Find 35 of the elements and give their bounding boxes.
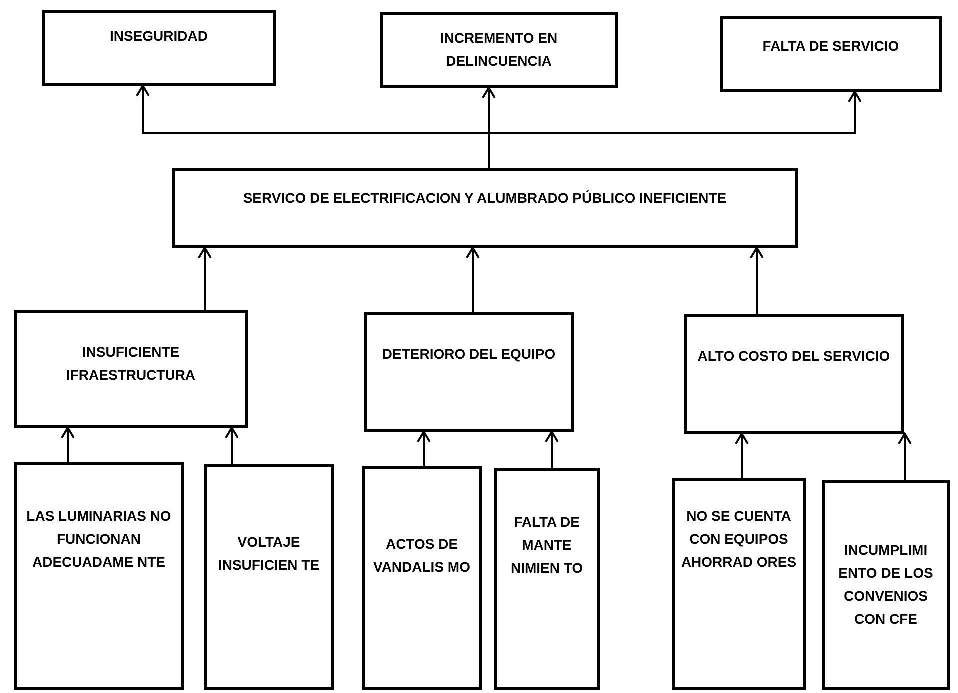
- arrow: [225, 427, 239, 464]
- box-text: FALTA DE MANTE NIMIEN TO: [510, 513, 584, 578]
- process-box: [822, 480, 950, 690]
- arrow: [466, 247, 480, 312]
- process-box: [720, 16, 942, 92]
- box-text: DETERIORO DEL EQUIPO: [382, 345, 556, 364]
- box-text: LAS LUMINARIAS NO FUNCIONAN ADECUADAME NTE: [26, 507, 172, 572]
- arrow: [545, 431, 559, 468]
- box-text: INSEGURIDAD: [110, 27, 208, 46]
- arrow: [417, 431, 431, 466]
- process-box: [204, 464, 334, 690]
- arrow: [735, 433, 749, 478]
- process-box: [494, 468, 600, 690]
- box-text: INCREMENTO EN DELINCUENCIA: [439, 29, 559, 72]
- box-text: ACTOS DE VANDALIS MO: [372, 535, 472, 578]
- process-box: [362, 466, 482, 690]
- arrow: [898, 433, 912, 480]
- box-text: VOLTAJE INSUFICIEN TE: [217, 533, 321, 576]
- box-text: SERVICO DE ELECTRIFICACION Y ALUMBRADO PÚBLICO INEFICIENTE: [243, 189, 727, 208]
- box-text: FALTA DE SERVICIO: [762, 37, 900, 56]
- process-box: [172, 168, 798, 248]
- process-box: [672, 478, 806, 690]
- process-box: [364, 312, 574, 432]
- box-text: INCUMPLIMI ENTO DE LOS CONVENIOS CON CFE: [838, 541, 934, 630]
- arrow: [61, 427, 75, 462]
- arrow: [198, 247, 212, 310]
- process-box: [14, 462, 184, 690]
- process-box: [42, 10, 276, 86]
- process-box: [380, 12, 618, 88]
- box-text: INSUFICIENTE IFRAESTRUCTURA: [65, 343, 197, 386]
- arrow: [750, 247, 764, 314]
- process-box: [684, 314, 904, 434]
- box-text: NO SE CUENTA CON EQUIPOS AHORRAD ORES: [680, 507, 798, 572]
- process-box: [14, 310, 248, 428]
- box-text: ALTO COSTO DEL SERVICIO: [698, 347, 890, 366]
